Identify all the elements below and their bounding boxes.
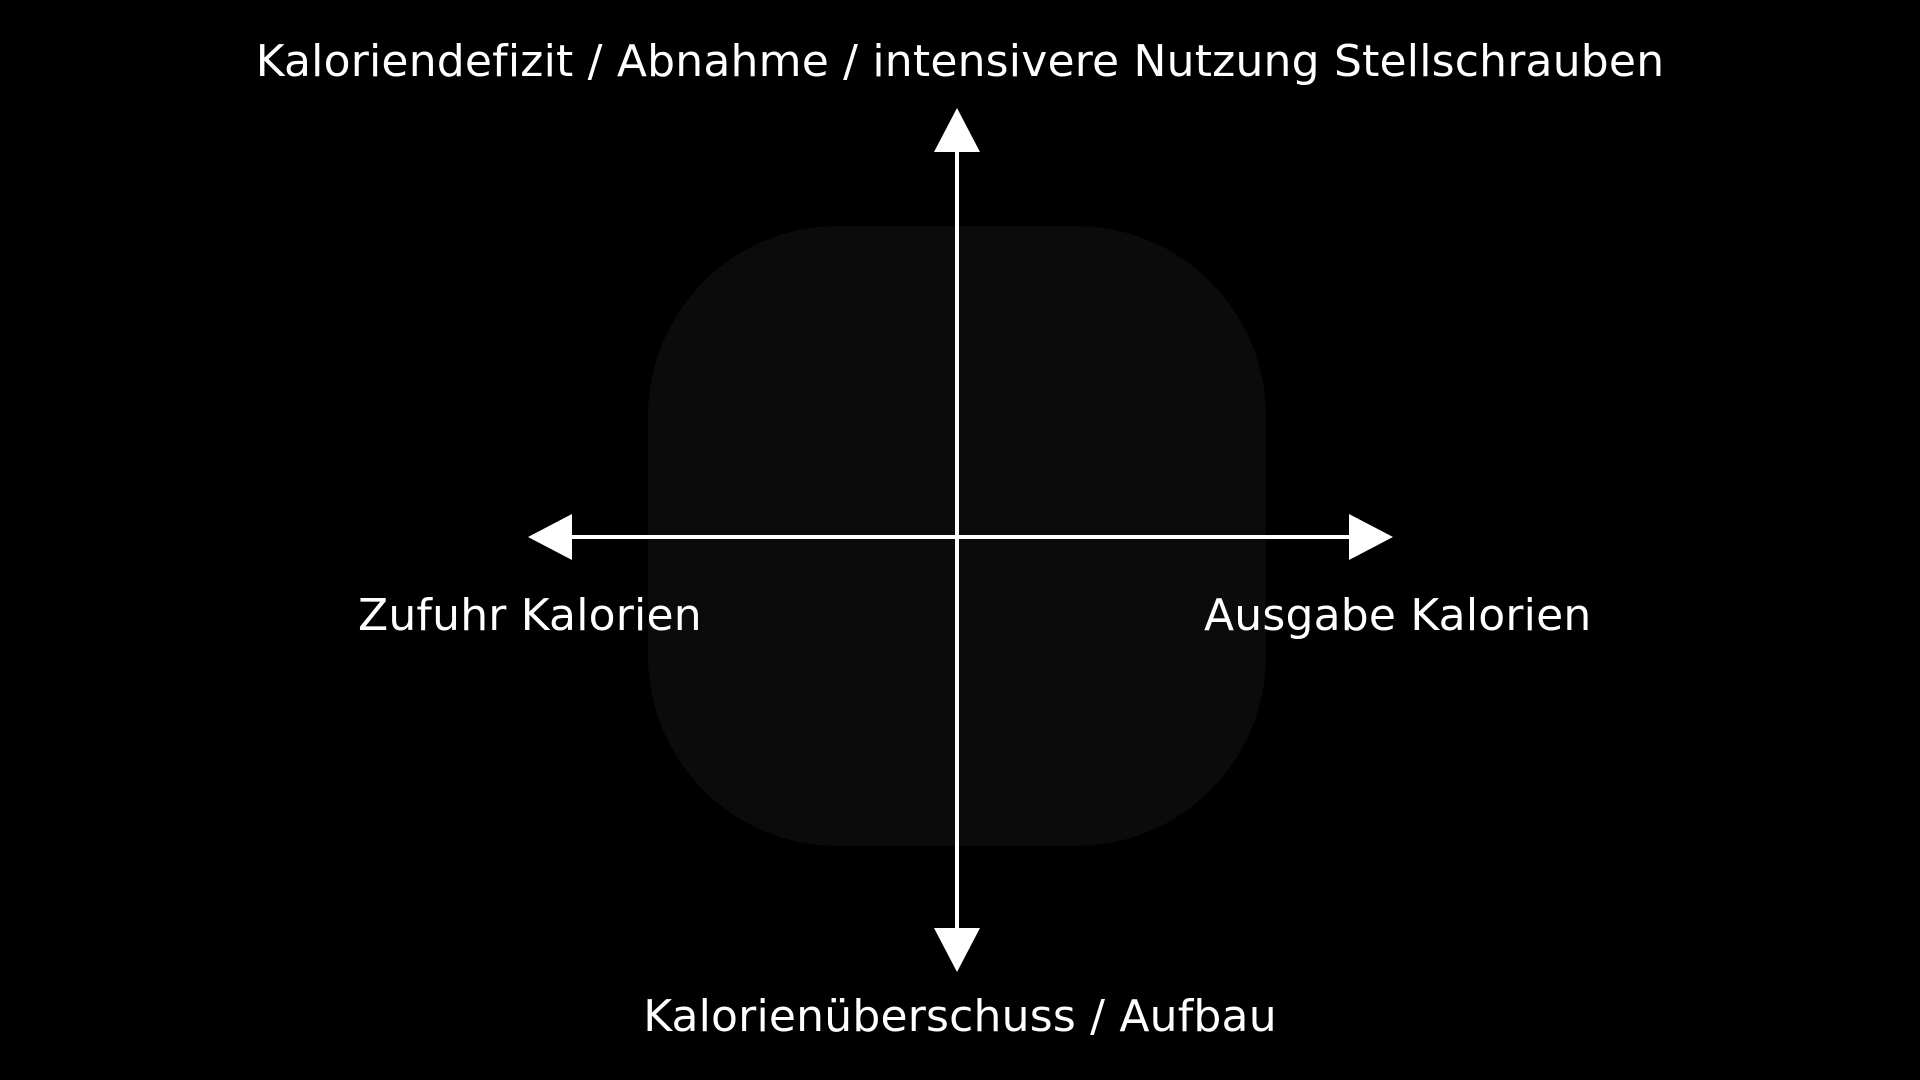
arrow-right-icon [1349, 514, 1393, 560]
label-bottom: Kalorienüberschuss / Aufbau [643, 991, 1277, 1042]
arrow-down-icon [934, 928, 980, 972]
arrow-up-icon [934, 108, 980, 152]
label-right: Ausgabe Kalorien [1204, 590, 1592, 641]
arrow-left-icon [528, 514, 572, 560]
label-top: Kaloriendefizit / Abnahme / intensivere … [255, 36, 1665, 87]
label-left: Zufuhr Kalorien [358, 590, 702, 641]
